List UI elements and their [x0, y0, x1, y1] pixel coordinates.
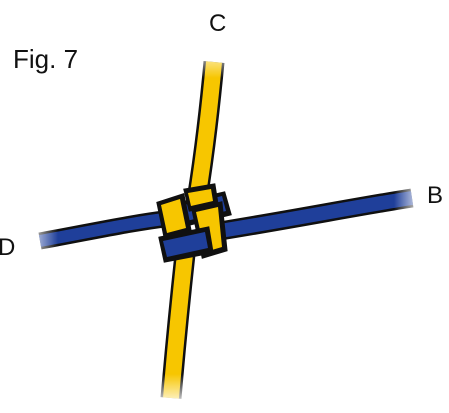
strand-end-label-c: C	[209, 12, 226, 36]
strand-end-label-b: B	[427, 184, 443, 208]
strand-end-fade-left	[24, 220, 58, 260]
strand-end-label-d: D	[0, 236, 15, 260]
figure-caption: Fig. 7	[13, 46, 78, 72]
strand-end-fade-right	[394, 178, 424, 218]
knot-center	[158, 185, 230, 261]
strand-end-fade-bottom	[154, 374, 194, 408]
strand-end-fade-top	[190, 44, 230, 78]
